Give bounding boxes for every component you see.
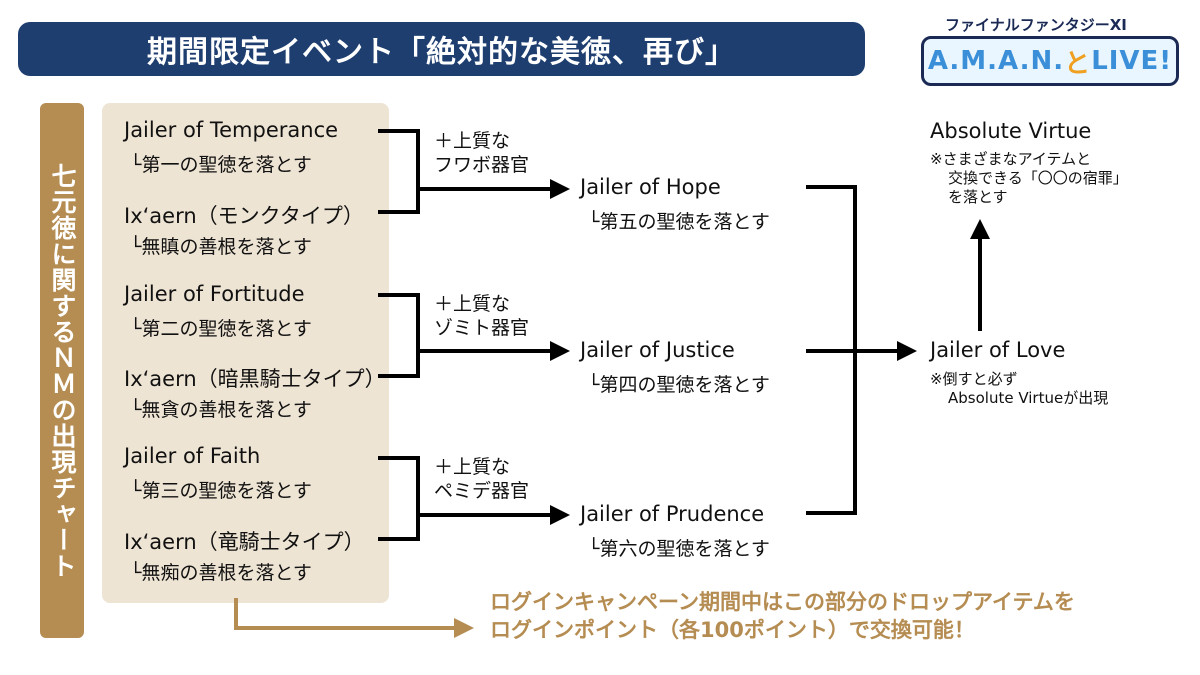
nm-jailer-faith: Jailer of Faith: [124, 444, 261, 468]
drop-ixaern-dark-knight: └無貪の善根を落とす: [130, 399, 312, 421]
bracket-group-2: [378, 293, 420, 378]
logo-main-left: A.M.A.N.: [927, 46, 1065, 76]
login-campaign-note-line1: ログインキャンペーン期間中はこの部分のドロップアイテムを: [490, 590, 1075, 614]
drop-jailer-temperance: └第一の聖徳を落とす: [130, 154, 312, 176]
side-label-text: 七元徳に関するＮＭの出現チャート: [48, 162, 77, 579]
material-3-line1: ＋上質な: [434, 456, 511, 478]
virtue-note-line1: ※さまざまなアイテムと: [930, 150, 1092, 168]
material-2-line1: ＋上質な: [434, 293, 511, 315]
drop-jailer-hope: └第五の聖徳を落とす: [588, 211, 770, 233]
side-label: 七元徳に関するＮＭの出現チャート: [40, 103, 84, 638]
material-2-line2: ゾミト器官: [434, 317, 530, 339]
logo-main-mid: と: [1064, 48, 1092, 79]
nm-jailer-love: Jailer of Love: [930, 338, 1066, 362]
material-1: ＋上質な フワボ器官: [434, 129, 529, 177]
material-3: ＋上質な ペミデ器官: [434, 455, 529, 503]
drop-ixaern-dragoon: └無痴の善根を落とす: [130, 562, 312, 584]
nm-jailer-prudence: Jailer of Prudence: [580, 502, 765, 526]
nm-jailer-justice: Jailer of Justice: [580, 338, 735, 362]
login-campaign-note-line2: ログインポイント（各100ポイント）で交換可能！: [490, 618, 975, 642]
nm-ixaern-dragoon: Ix‘aern（竜騎士タイプ）: [124, 530, 365, 554]
love-note-line1: ※倒すと必ず: [930, 370, 1018, 388]
bracket-group-3: [378, 456, 420, 541]
virtue-note: ※さまざまなアイテムと 交換できる「〇〇の宿罪」 を落とす: [930, 150, 1128, 207]
material-3-line2: ペミデ器官: [434, 480, 530, 502]
virtue-note-line3: を落とす: [948, 188, 1008, 206]
drop-panel: [102, 103, 389, 603]
love-note-line2: Absolute Virtueが出現: [948, 389, 1109, 407]
material-2: ＋上質な ゾミト器官: [434, 292, 529, 340]
love-note: ※倒すと必ず Absolute Virtueが出現: [930, 370, 1108, 408]
drop-jailer-justice: └第四の聖徳を落とす: [588, 374, 770, 396]
page-title: 期間限定イベント「絶対的な美徳、再び」: [147, 35, 736, 70]
drop-ixaern-monk: └無瞋の善根を落とす: [130, 236, 312, 258]
tan-arrow-to-note: [234, 598, 474, 638]
nm-ixaern-dark-knight: Ix‘aern（暗黒騎士タイプ）: [124, 367, 386, 391]
login-campaign-note: ログインキャンペーン期間中はこの部分のドロップアイテムを ログインポイント（各1…: [490, 588, 1075, 644]
logo-top-text: ファイナルファンタジーXI: [945, 16, 1127, 34]
nm-jailer-fortitude: Jailer of Fortitude: [124, 282, 305, 306]
show-logo: ファイナルファンタジーXI A.M.A.N. と LIVE!: [915, 12, 1187, 86]
nm-jailer-hope: Jailer of Hope: [580, 175, 721, 199]
nm-ixaern-monk: Ix‘aern（モンクタイプ）: [124, 204, 364, 228]
logo-main: A.M.A.N. と LIVE!: [921, 36, 1179, 86]
material-1-line1: ＋上質な: [434, 130, 511, 152]
nm-absolute-virtue: Absolute Virtue: [930, 119, 1092, 143]
nm-jailer-temperance: Jailer of Temperance: [124, 118, 339, 142]
material-1-line2: フワボ器官: [434, 154, 530, 176]
drop-jailer-faith: └第三の聖徳を落とす: [130, 480, 312, 502]
bracket-group-1: [378, 129, 420, 214]
page-title-banner: 期間限定イベント「絶対的な美徳、再び」: [18, 22, 865, 76]
drop-jailer-fortitude: └第二の聖徳を落とす: [130, 318, 312, 340]
drop-jailer-prudence: └第六の聖徳を落とす: [588, 538, 770, 560]
logo-main-right: LIVE!: [1091, 46, 1173, 76]
virtue-note-line2: 交換できる「〇〇の宿罪」: [948, 169, 1128, 187]
